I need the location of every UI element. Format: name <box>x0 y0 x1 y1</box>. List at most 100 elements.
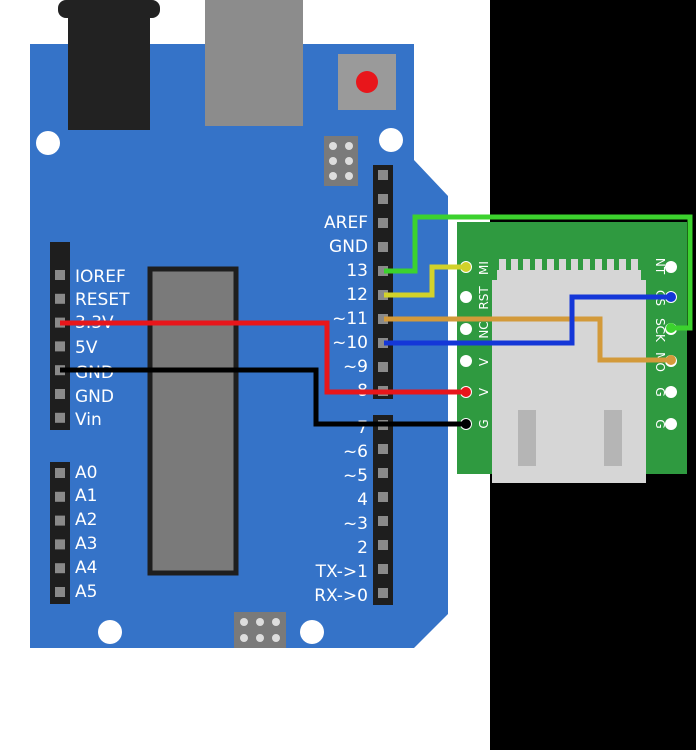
wire-end-red <box>461 387 471 397</box>
module-label-rst: RST <box>477 286 491 310</box>
header-pin <box>55 270 65 280</box>
wire-end-yellow <box>461 262 471 272</box>
microcontroller-chip <box>147 266 239 576</box>
ethernet-module-shield <box>492 280 646 483</box>
wire-end-orange <box>666 355 676 365</box>
header-pin <box>378 314 388 324</box>
power-jack <box>58 0 160 18</box>
module-comb-tooth <box>511 259 518 272</box>
usb-connector <box>205 0 303 126</box>
module-pin-hole <box>665 418 677 430</box>
header-pin <box>55 341 65 352</box>
module-shield-slot-left <box>518 410 536 466</box>
module-label-sck: SCK <box>653 318 667 343</box>
label-d11: ~11 <box>332 309 368 329</box>
label-d13: 13 <box>346 261 368 281</box>
module-comb-tooth <box>523 259 530 272</box>
module-label-nc: NC <box>477 321 491 338</box>
header-pin <box>378 468 388 478</box>
wire-yellow-d12-to-mi <box>384 264 466 298</box>
label-a3: A3 <box>75 534 97 554</box>
wire-end-blue <box>666 292 676 302</box>
mounting-hole <box>98 620 122 644</box>
header-pin <box>378 290 388 300</box>
module-comb-tooth <box>607 259 614 272</box>
module-pin-hole <box>665 386 677 398</box>
header-right-lower <box>373 415 393 605</box>
label-d3: ~3 <box>343 514 368 534</box>
module-comb-tooth <box>559 259 566 272</box>
label-d5: ~5 <box>343 466 368 486</box>
header-pin <box>55 539 65 550</box>
module-comb-tooth <box>535 259 542 272</box>
header-pin <box>55 491 65 502</box>
header-pin <box>55 468 65 478</box>
wire-orange-d11-to-mo <box>384 316 671 363</box>
module-label-v1: V <box>477 357 491 366</box>
module-comb-tooth <box>547 259 554 272</box>
header-left-power <box>50 242 70 430</box>
arduino-board <box>30 44 448 648</box>
module-label-nt: NT <box>653 258 667 275</box>
label-vin: Vin <box>75 410 102 430</box>
module-comb-base <box>497 270 641 280</box>
wire-red-3v3-to-v <box>60 320 466 395</box>
header-pin <box>55 563 65 574</box>
label-d9: ~9 <box>343 357 368 377</box>
module-label-g2: G <box>653 387 667 396</box>
label-gnd-1: GND <box>75 363 114 383</box>
header-pin <box>55 412 65 423</box>
header-pin <box>378 338 388 348</box>
header-pin <box>55 293 65 304</box>
module-pin-hole <box>460 323 472 335</box>
label-a5: A5 <box>75 582 97 602</box>
header-pin <box>378 266 388 276</box>
pins-left-analog <box>55 468 65 597</box>
wire-black-gnd-to-g <box>60 367 466 427</box>
power-jack-body <box>68 14 150 130</box>
header-pin <box>378 194 388 204</box>
header-pin <box>378 362 388 372</box>
module-comb-tooth <box>499 259 506 272</box>
header-pin <box>378 170 388 180</box>
module-label-g3: G <box>653 419 667 428</box>
label-gnd-2: GND <box>75 387 114 407</box>
icsp-header-top <box>324 136 358 186</box>
header-pin <box>378 516 388 526</box>
module-comb-tooth <box>583 259 590 272</box>
icsp-header-bottom <box>234 612 286 648</box>
wire-green-d13-to-sck <box>384 214 693 331</box>
label-d7: 7 <box>357 418 368 438</box>
label-ioref: IOREF <box>75 267 126 287</box>
label-a2: A2 <box>75 510 97 530</box>
wire-end-black <box>461 419 471 429</box>
module-shield-slot-right <box>604 410 622 466</box>
label-rx0: RX->0 <box>314 586 368 606</box>
module-label-v2: V <box>477 387 491 396</box>
module-antenna-comb <box>497 259 641 280</box>
mounting-hole <box>379 128 403 152</box>
header-pin <box>378 218 388 228</box>
mounting-hole <box>36 131 60 155</box>
label-5v: 5V <box>75 338 98 358</box>
label-gnd-digital: GND <box>329 237 368 257</box>
wire-end-green <box>666 323 676 333</box>
label-a4: A4 <box>75 558 97 578</box>
label-aref: AREF <box>324 213 368 233</box>
header-left-analog <box>50 462 70 604</box>
module-label-g1: G <box>477 419 491 428</box>
header-pin <box>378 564 388 574</box>
header-pin <box>378 492 388 502</box>
header-pin <box>378 588 388 598</box>
module-comb-tooth <box>619 259 626 272</box>
label-reset: RESET <box>75 290 130 310</box>
module-pin-hole <box>460 355 472 367</box>
label-d12: 12 <box>346 285 368 305</box>
label-d4: 4 <box>357 490 368 510</box>
header-pin <box>378 242 388 252</box>
label-d10: ~10 <box>332 333 368 353</box>
module-comb-tooth <box>631 259 638 272</box>
label-d6: ~6 <box>343 442 368 462</box>
header-pin <box>378 540 388 550</box>
